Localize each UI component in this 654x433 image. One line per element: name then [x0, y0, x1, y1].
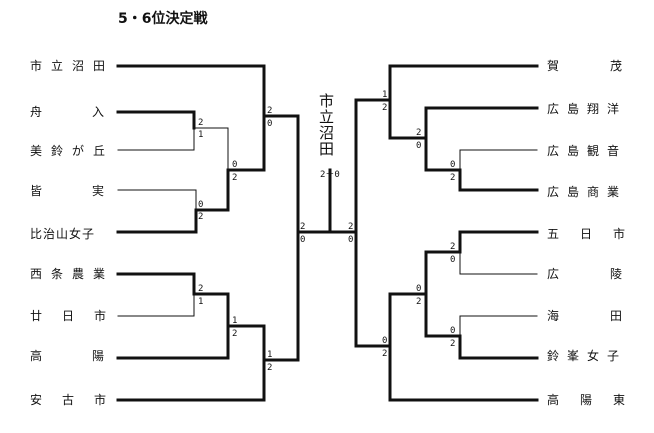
score-r-r1a-bot: 2 [382, 103, 388, 113]
left-team-7: 廿日市 [30, 309, 127, 323]
right-path-suzugamine [388, 292, 539, 360]
left-path-misuzu [117, 127, 195, 151]
right-team-3: 広島観音 [547, 144, 628, 158]
score-r-r2b-bot: 2 [382, 349, 388, 359]
right-path-koyohigashi [354, 230, 539, 402]
left-path-minami [117, 189, 197, 211]
score-l-r3a-bot: 0 [267, 119, 273, 129]
right-team-2: 広島翔洋 [547, 102, 628, 116]
score-l-r1c-bot: 1 [198, 297, 204, 307]
score-r-r1a-top: 1 [382, 90, 388, 100]
champion-score: 2－0 [320, 170, 340, 180]
score-l-r2b-bot: 2 [267, 363, 273, 373]
score-l-semi-bot: 0 [300, 235, 306, 245]
right-team-5: 五日市 [547, 227, 647, 241]
left-team-4: 皆実 [30, 184, 155, 198]
right-path-koryo [459, 251, 538, 275]
right-team-7: 海田 [547, 309, 622, 323]
right-team-4: 広島商業 [547, 185, 628, 199]
score-final-left: 2 [348, 222, 354, 232]
left-team-9: 安古市 [30, 393, 127, 407]
score-l-r2c-top: 1 [232, 316, 238, 326]
score-l-r1b-top: 0 [198, 200, 204, 210]
score-l-r2b-top: 1 [267, 350, 273, 360]
left-path-koyo [116, 324, 230, 360]
score-l-r2a-bot: 2 [232, 173, 238, 183]
score-final-right: 0 [348, 235, 354, 245]
score-r-r1e-bot: 2 [450, 339, 456, 349]
score-l-r1a-bot: 1 [198, 130, 204, 140]
left-path-shinuma [116, 64, 332, 234]
bracket-title: 5・6位決定戦 [118, 11, 208, 27]
score-l-r3a-top: 2 [267, 106, 273, 116]
left-path-r1a-win [193, 127, 229, 171]
left-path-yasufuruichi [116, 230, 300, 402]
score-l-r2c-bot: 2 [232, 329, 238, 339]
score-r-r1c-bot: 2 [450, 173, 456, 183]
score-l-r1b-bot: 2 [198, 212, 204, 222]
score-l-semi-top: 2 [300, 222, 306, 232]
left-team-1: 市立沼田 [30, 59, 115, 73]
left-team-3: 美鈴が丘 [30, 144, 115, 158]
right-team-1: 賀茂 [547, 59, 622, 73]
score-r-r2a-top: 0 [416, 284, 422, 294]
left-team-2: 舟入 [30, 105, 155, 119]
left-team-8: 高陽 [30, 349, 155, 363]
right-team-6: 広陵 [547, 267, 622, 281]
champion-name: 市立沼田 [317, 93, 335, 157]
right-path-kamo [388, 64, 539, 102]
score-r-r1e-top: 0 [450, 326, 456, 336]
score-r-r1b-bot: 0 [416, 141, 422, 151]
score-r-r1d-top: 2 [450, 242, 456, 252]
right-team-8: 鈴峯女子 [547, 349, 628, 363]
right-path-itsukaichi [424, 230, 539, 296]
left-team-6: 西条農業 [30, 267, 115, 281]
right-path-hiroshou [424, 136, 539, 192]
score-r-r2b-top: 0 [382, 336, 388, 346]
score-r-r1d-bot: 0 [450, 255, 456, 265]
score-l-r2a-top: 0 [232, 160, 238, 170]
left-path-saijo [116, 272, 266, 362]
score-l-r1c-top: 2 [198, 284, 204, 294]
left-path-hatsukaichi [117, 293, 195, 317]
left-path-funairi [116, 110, 196, 130]
right-path-shoyo [326, 98, 539, 234]
score-r-r1c-top: 0 [450, 160, 456, 170]
right-path-kaita [459, 315, 538, 337]
right-team-9: 高陽東 [547, 393, 647, 407]
score-l-r1a-top: 2 [198, 118, 204, 128]
left-team-5: 比治山女子 [30, 227, 96, 241]
score-r-r1b-top: 2 [416, 128, 422, 138]
right-path-kannon [459, 149, 538, 171]
score-r-r2a-bot: 2 [416, 297, 422, 307]
left-path-hijiyama [116, 114, 266, 234]
